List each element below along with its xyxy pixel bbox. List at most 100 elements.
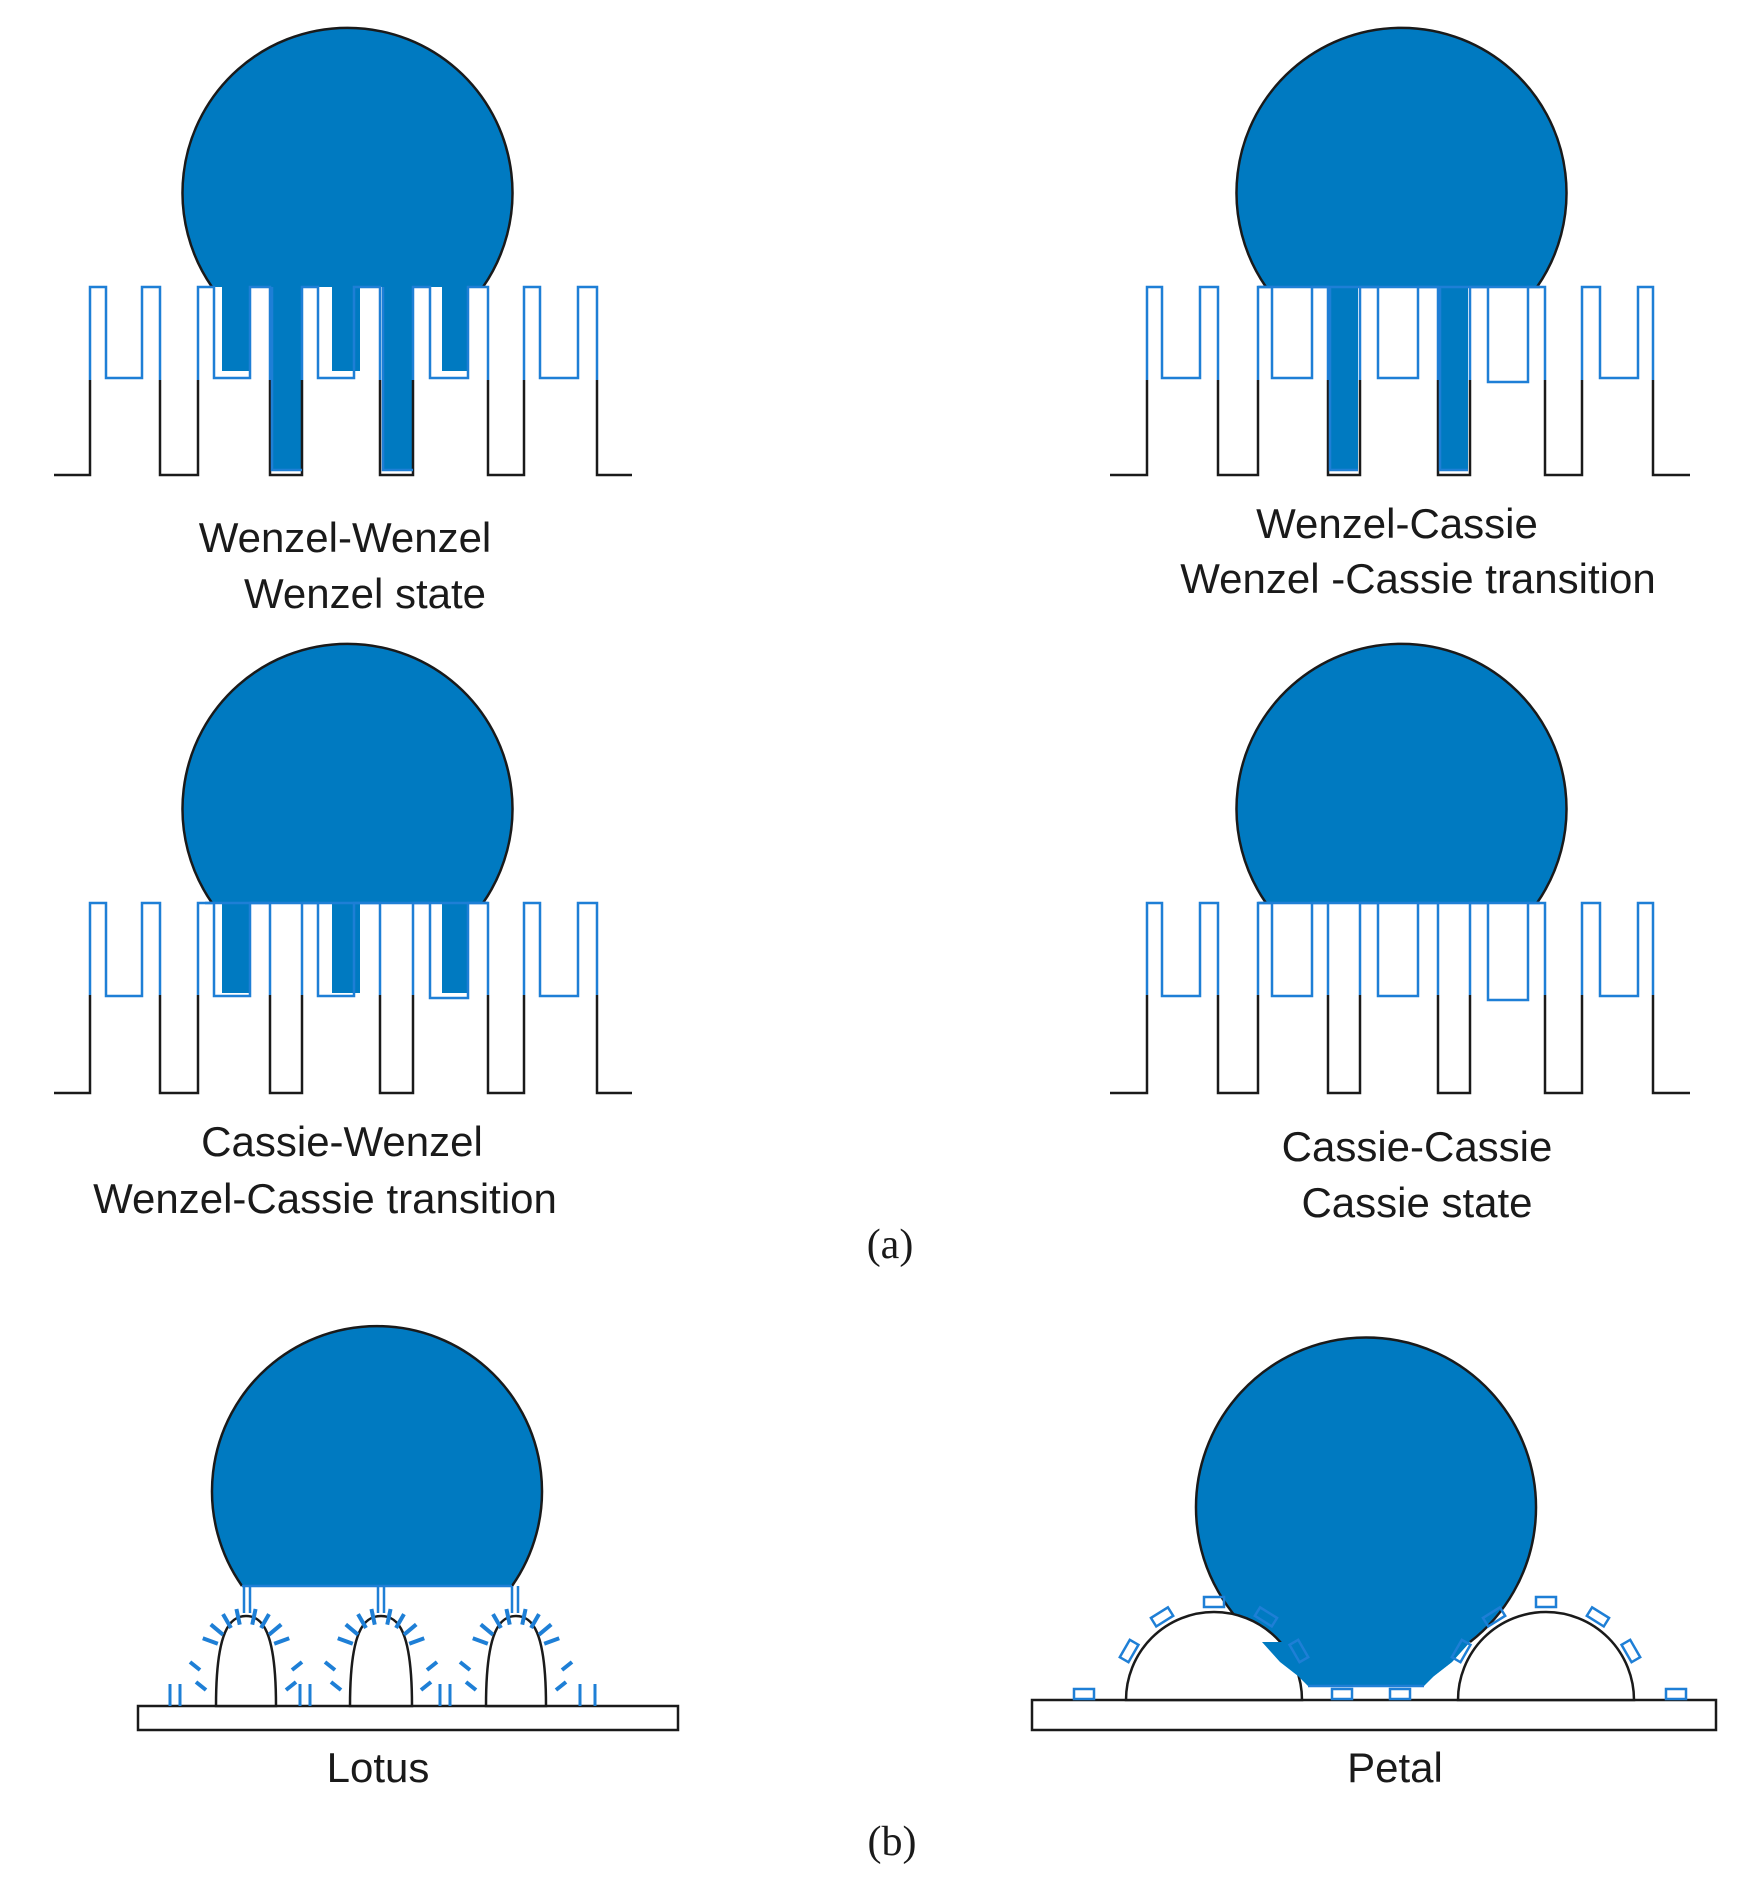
droplet-support-pillars bbox=[242, 1586, 520, 1613]
nano-fold bbox=[1149, 1605, 1175, 1629]
droplet-fill-gap-1 bbox=[222, 903, 250, 993]
droplet-fill-gap-3 bbox=[442, 903, 468, 993]
droplet-fill-gap-1 bbox=[1330, 287, 1358, 470]
droplet bbox=[1196, 1337, 1537, 1682]
droplet-outline bbox=[210, 1324, 544, 1587]
nano-fold bbox=[1481, 1605, 1507, 1629]
nano-fold bbox=[1585, 1605, 1611, 1629]
petal-label: Petal bbox=[1347, 1744, 1443, 1791]
droplet-fill-gap-4 bbox=[383, 287, 413, 470]
nano-hair bbox=[209, 1622, 225, 1637]
nano-hair bbox=[464, 1680, 478, 1692]
nano-hair bbox=[402, 1622, 418, 1637]
nano-fold bbox=[1664, 1687, 1688, 1701]
droplet-fill-gap-1 bbox=[222, 287, 250, 371]
nano-hair bbox=[529, 1613, 541, 1630]
droplet-outline bbox=[181, 26, 514, 288]
deep-gap-outline bbox=[1328, 287, 1468, 472]
panel-caption-line2: Cassie state bbox=[1301, 1179, 1532, 1226]
nano-hair bbox=[520, 1608, 528, 1626]
droplet-fill-gap-2 bbox=[332, 903, 360, 993]
droplet-wet-bottom bbox=[1262, 1642, 1470, 1686]
part-label-a: (a) bbox=[867, 1222, 914, 1268]
microstructure-profile bbox=[1145, 901, 1655, 1002]
nano-hair bbox=[543, 1636, 560, 1646]
nano-hair bbox=[472, 1636, 489, 1646]
nano-hair bbox=[385, 1608, 393, 1626]
droplet-outline bbox=[1194, 1336, 1538, 1643]
substrate-profile bbox=[1110, 380, 1690, 477]
nano-hair bbox=[479, 1622, 495, 1637]
nano-hair bbox=[554, 1680, 568, 1692]
panel-cassie-wenzel: Cassie-Wenzel Wenzel-Cassie transition bbox=[54, 642, 632, 1222]
nano-hair bbox=[560, 1660, 574, 1672]
nano-hair bbox=[234, 1608, 242, 1626]
nano-hair bbox=[323, 1660, 337, 1672]
nano-hair bbox=[419, 1680, 433, 1692]
nano-fold bbox=[1534, 1595, 1558, 1609]
microstructure-profile bbox=[88, 901, 599, 1000]
nano-hair bbox=[356, 1613, 368, 1630]
substrate-profile bbox=[54, 380, 632, 477]
droplet-fill-gap-5 bbox=[442, 287, 468, 371]
panel-caption-line2: Wenzel state bbox=[244, 570, 486, 617]
nano-hair bbox=[344, 1622, 360, 1637]
panel-lotus: Lotus bbox=[136, 1324, 680, 1791]
nano-hair bbox=[284, 1680, 298, 1692]
nano-hair bbox=[425, 1660, 439, 1672]
droplet-fill-gap-2 bbox=[1440, 287, 1468, 470]
nano-fold bbox=[1253, 1605, 1279, 1629]
part-label-b: (b) bbox=[868, 1819, 917, 1865]
nano-fold bbox=[1619, 1638, 1642, 1664]
nano-hair bbox=[504, 1608, 512, 1626]
nano-hair bbox=[202, 1636, 219, 1646]
nano-hair bbox=[273, 1636, 290, 1646]
papilla-3 bbox=[484, 1614, 548, 1708]
droplet-outline bbox=[181, 642, 514, 904]
panel-caption-line2: Wenzel -Cassie transition bbox=[1180, 555, 1655, 602]
microstructure-profile bbox=[1145, 285, 1655, 384]
papilla-1 bbox=[214, 1614, 278, 1708]
nano-hair bbox=[250, 1608, 258, 1626]
panel-caption-line1: Wenzel-Cassie bbox=[1256, 500, 1538, 547]
nano-hair bbox=[221, 1613, 233, 1630]
panel-caption-line1: Wenzel-Wenzel bbox=[199, 514, 492, 561]
nano-hair bbox=[537, 1622, 553, 1637]
nano-hair bbox=[408, 1636, 425, 1646]
nano-hair bbox=[259, 1613, 271, 1630]
nano-hair bbox=[267, 1622, 283, 1637]
nano-hair bbox=[194, 1680, 208, 1692]
nano-fold bbox=[1072, 1687, 1096, 1701]
droplet bbox=[211, 1326, 542, 1586]
nano-fold bbox=[1287, 1638, 1310, 1664]
lotus-label: Lotus bbox=[327, 1744, 430, 1791]
nano-hair bbox=[188, 1660, 202, 1672]
nano-hairs bbox=[168, 1608, 597, 1706]
droplet-outline bbox=[1235, 26, 1568, 288]
nano-folds bbox=[1072, 1595, 1688, 1701]
panel-wenzel-cassie: Wenzel-Cassie Wenzel -Cassie transition bbox=[1110, 26, 1690, 602]
bump-2 bbox=[1456, 1610, 1636, 1702]
deep-gap-outline bbox=[270, 287, 413, 472]
panel-wenzel-wenzel: Wenzel-Wenzel Wenzel state bbox=[54, 26, 632, 617]
panel-caption-line1: Cassie-Cassie bbox=[1282, 1123, 1553, 1170]
nano-fold bbox=[1118, 1638, 1141, 1664]
nano-hair bbox=[369, 1608, 377, 1626]
substrate-profile bbox=[54, 995, 632, 1095]
nano-hair bbox=[458, 1660, 472, 1672]
petal-substrate bbox=[1030, 1698, 1718, 1732]
droplet bbox=[1236, 643, 1567, 903]
panel-cassie-cassie: Cassie-Cassie Cassie state bbox=[1110, 642, 1690, 1226]
nano-fold bbox=[1202, 1595, 1226, 1609]
droplet-fill-gap-2 bbox=[272, 287, 302, 470]
substrate-profile bbox=[1110, 995, 1690, 1095]
droplet bbox=[182, 643, 513, 903]
nano-hair bbox=[394, 1613, 406, 1630]
droplet bbox=[1236, 27, 1567, 288]
papilla-2 bbox=[348, 1614, 414, 1708]
panel-caption-line2: Wenzel-Cassie transition bbox=[93, 1175, 557, 1222]
droplet-outline bbox=[1235, 642, 1568, 904]
lotus-substrate bbox=[136, 1704, 680, 1732]
nano-fold bbox=[1388, 1687, 1412, 1701]
